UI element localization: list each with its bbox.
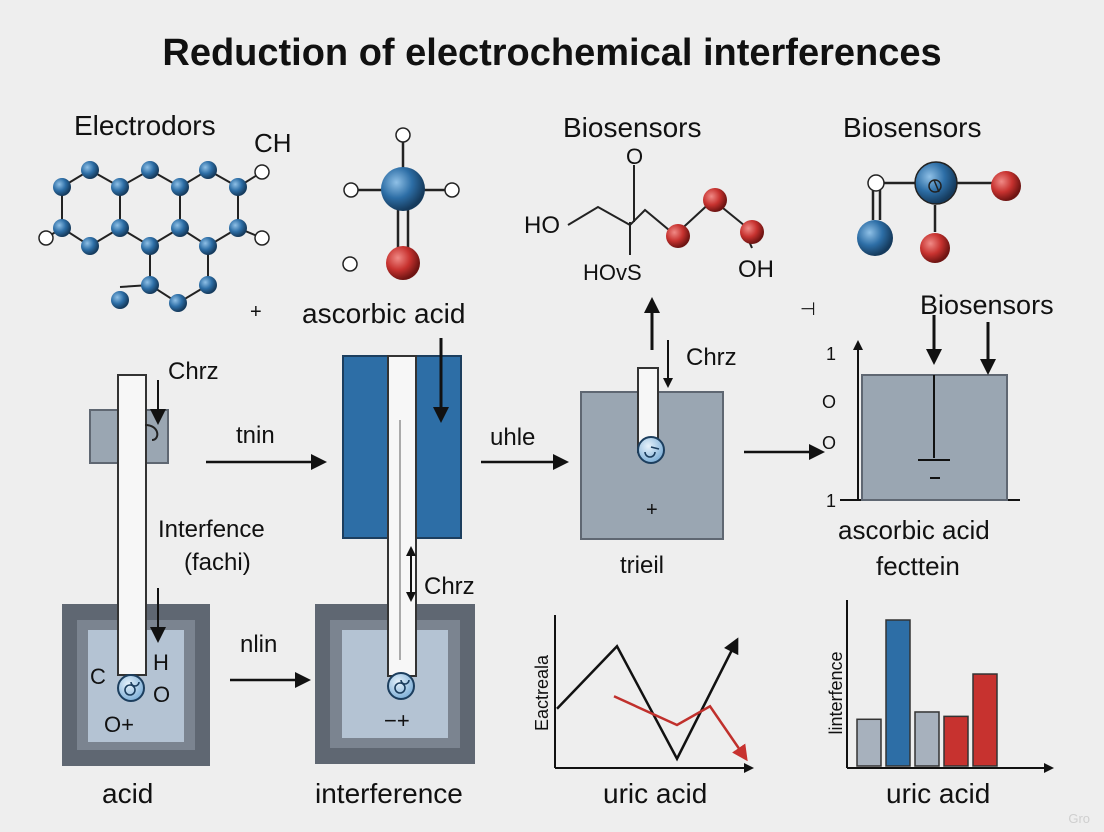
ch-label: CH <box>254 128 292 158</box>
biosensors-mid-label: Biosensors <box>563 112 702 143</box>
right-fecttein-label: fecttein <box>876 551 960 581</box>
process-arrows <box>206 444 825 688</box>
ho-left-label: HO <box>524 212 560 239</box>
interference-label-2: (fachi) <box>184 549 251 576</box>
plus-small: + <box>250 301 262 323</box>
axis-tick-3: O <box>822 433 837 453</box>
bottom-label-acid: acid <box>102 778 154 809</box>
interference-label-1: Interfence <box>158 516 265 543</box>
bar-1 <box>856 718 882 767</box>
cell-4 <box>840 315 1020 501</box>
uhle-label: uhle <box>490 424 536 451</box>
page-title: Reduction of electrochemical interferenc… <box>162 32 942 74</box>
bar-2 <box>885 619 911 767</box>
bar-chart-ylabel: linterfence <box>826 651 846 735</box>
cell1-h: H <box>153 650 169 675</box>
bar-3 <box>914 711 940 767</box>
tee-symbol: ⊣ <box>800 299 816 319</box>
chrz-label-1: Chrz <box>168 358 219 385</box>
right-ascorbic-label: ascorbic acid <box>838 515 990 545</box>
ascorbic-top-label: ascorbic acid <box>302 298 466 329</box>
hovs-label: HOvS <box>583 260 642 285</box>
bottom-label-uric-acid-2: uric acid <box>886 778 991 809</box>
axis-tick-4: 1 <box>826 491 837 511</box>
bar-chart-axes <box>846 600 1054 773</box>
line-series-2 <box>613 695 748 762</box>
bar-chart <box>856 619 998 767</box>
biosensors-right-label: Biosensors <box>843 112 982 143</box>
cell1-oplus: O+ <box>104 712 134 737</box>
line-chart <box>556 637 748 762</box>
cell-2 <box>315 338 475 764</box>
chrz-label-3: Chrz <box>424 573 475 600</box>
cell2-sign: −+ <box>384 708 410 733</box>
cell-1 <box>62 374 210 766</box>
cell1-c: C <box>90 664 106 689</box>
nlin-label: nlin <box>240 631 278 658</box>
bottom-label-uric-acid-1: uric acid <box>603 778 708 809</box>
electrode-atoms <box>38 161 270 312</box>
chrz-label-2: Chrz <box>686 344 737 371</box>
trieil-label: trieil <box>620 552 665 579</box>
bar-4 <box>943 715 969 767</box>
line-chart-axes <box>554 615 754 773</box>
watermark: Gro <box>1068 811 1090 826</box>
o-top-label: O <box>626 144 644 169</box>
line-chart-ylabel: Eactreala <box>532 654 552 732</box>
oh-right-label: OH <box>738 256 774 283</box>
tnin-label: tnin <box>236 422 275 449</box>
axis-tick-2: O <box>822 392 837 412</box>
axis-tick-1: 1 <box>826 344 837 364</box>
biosensors-arrow-label: Biosensors <box>920 290 1054 320</box>
electrodes-label: Electrodors <box>74 110 216 141</box>
skeletal-molecule <box>567 165 764 255</box>
line-series-1 <box>556 637 739 762</box>
cell3-plus: + <box>646 499 658 521</box>
bar-5 <box>972 673 998 767</box>
bottom-label-interference: interference <box>315 778 463 809</box>
biosensor-molecule <box>857 161 1021 263</box>
cell1-o: O <box>153 682 171 707</box>
cell-3 <box>580 297 724 540</box>
ascorbic-molecule <box>342 127 460 280</box>
